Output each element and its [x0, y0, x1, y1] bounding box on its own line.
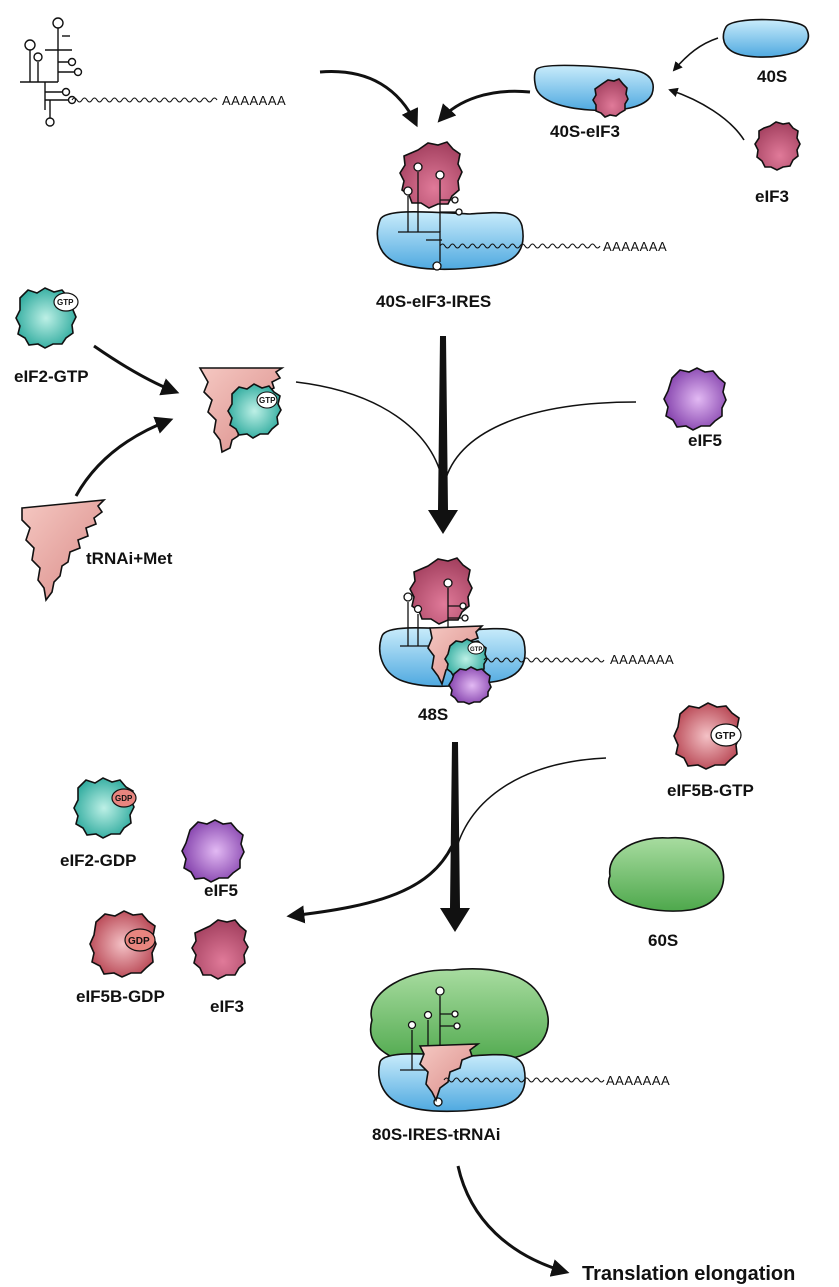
eif2-gdp-released: [73, 777, 135, 839]
poly-a-80s: AAAAAAA: [606, 1073, 670, 1088]
gdp-badge-eif5b: [124, 928, 156, 952]
arrow-trna-to-ternary: [74, 416, 174, 497]
merge-line-eif5: [445, 401, 637, 479]
eif3-released: [191, 919, 249, 980]
gtp-badge-ternary: [256, 391, 278, 409]
free-ires-mrna-tail: [71, 97, 218, 103]
gtp-text-eif5b: GTP: [715, 731, 736, 742]
label-40s: 40S: [757, 67, 787, 86]
gtp-text-ternary: GTP: [259, 396, 276, 405]
label-eif5b-gtp: eIF5B-GTP: [667, 781, 754, 800]
merge-line-eif5b-gtp: [455, 757, 607, 851]
eif3-on-40s: [592, 78, 629, 118]
ires-rna-in-80s: [400, 986, 461, 1107]
label-eif3-bottom: eIF3: [210, 997, 244, 1016]
arrow-40s-to-complex: [672, 37, 719, 72]
label-eif5-bottom: eIF5: [204, 881, 238, 900]
label-trnai-met: tRNAi+Met: [86, 549, 173, 568]
arrow-main-to-80s: [440, 742, 470, 932]
eif3-in-48s: [409, 557, 473, 625]
free-ires-poly-a: AAAAAAA: [222, 93, 286, 108]
eif5-in-48s: [448, 666, 492, 705]
label-eif2-gtp: eIF2-GTP: [14, 367, 89, 386]
label-40s-eif3-ires: 40S-eIF3-IRES: [376, 292, 491, 311]
eif3-on-ires-complex: [399, 141, 463, 209]
label-80s-ires-trnai: 80S-IRES-tRNAi: [372, 1125, 500, 1144]
free-ires-rna: [20, 17, 83, 127]
eif5-free-top: [663, 367, 727, 431]
label-eif5b-gdp: eIF5B-GDP: [76, 987, 165, 1006]
gtp-badge-eif5b: [710, 723, 742, 747]
poly-a-48s: AAAAAAA: [610, 652, 674, 667]
arrow-release-factors: [286, 845, 454, 924]
arrow-main-to-48s: [428, 336, 458, 534]
arrow-to-elongation: [456, 1165, 570, 1277]
ires-40s-mrna-tail: [439, 243, 601, 249]
eif5b-gtp-free: [673, 702, 741, 770]
trna-in-80s: [418, 1043, 481, 1103]
ires-40s-poly-a: AAAAAAA: [603, 239, 667, 254]
gdp-text-eif5b: GDP: [128, 936, 150, 947]
eif2-in-ternary-complex: [227, 383, 282, 439]
eif3-free-top: [754, 121, 801, 171]
ires-rna-in-40s: [398, 162, 463, 271]
gdp-badge-eif2: [111, 788, 137, 808]
mrna-tail-80s: [443, 1077, 605, 1083]
merge-line-ternary: [295, 381, 443, 479]
gtp-text-48s: GTP: [470, 647, 482, 653]
gtp-badge-48s: [467, 641, 485, 655]
ribosome-60s-free: [607, 836, 725, 912]
arrow-40s-eif3-to-ires-complex: [437, 89, 531, 123]
label-40s-eif3: 40S-eIF3: [550, 122, 620, 141]
label-60s: 60S: [648, 931, 678, 950]
label-translation-elongation: Translation elongation: [582, 1263, 795, 1285]
mrna-tail-48s: [483, 657, 605, 663]
gdp-text-eif2: GDP: [115, 794, 133, 803]
arrow-eif3-to-complex: [668, 87, 745, 141]
label-48s: 48S: [418, 705, 448, 724]
label-eif5-top: eIF5: [688, 431, 722, 450]
ribosome-40s-ires-complex: [376, 210, 524, 271]
gtp-text-eif2: GTP: [57, 298, 74, 307]
ribosome-40s-with-eif3: [533, 64, 654, 112]
eif5-released: [181, 819, 245, 883]
eif5b-gdp-released: [89, 910, 157, 978]
ribosome-40s-free: [722, 18, 810, 58]
gtp-badge-eif2: [53, 292, 79, 312]
arrow-ires-to-complex: [319, 70, 419, 128]
arrow-eif2-to-ternary: [93, 344, 180, 396]
label-eif3-top: eIF3: [755, 187, 789, 206]
label-eif2-gdp: eIF2-GDP: [60, 851, 137, 870]
trnai-met-free: [21, 498, 107, 602]
